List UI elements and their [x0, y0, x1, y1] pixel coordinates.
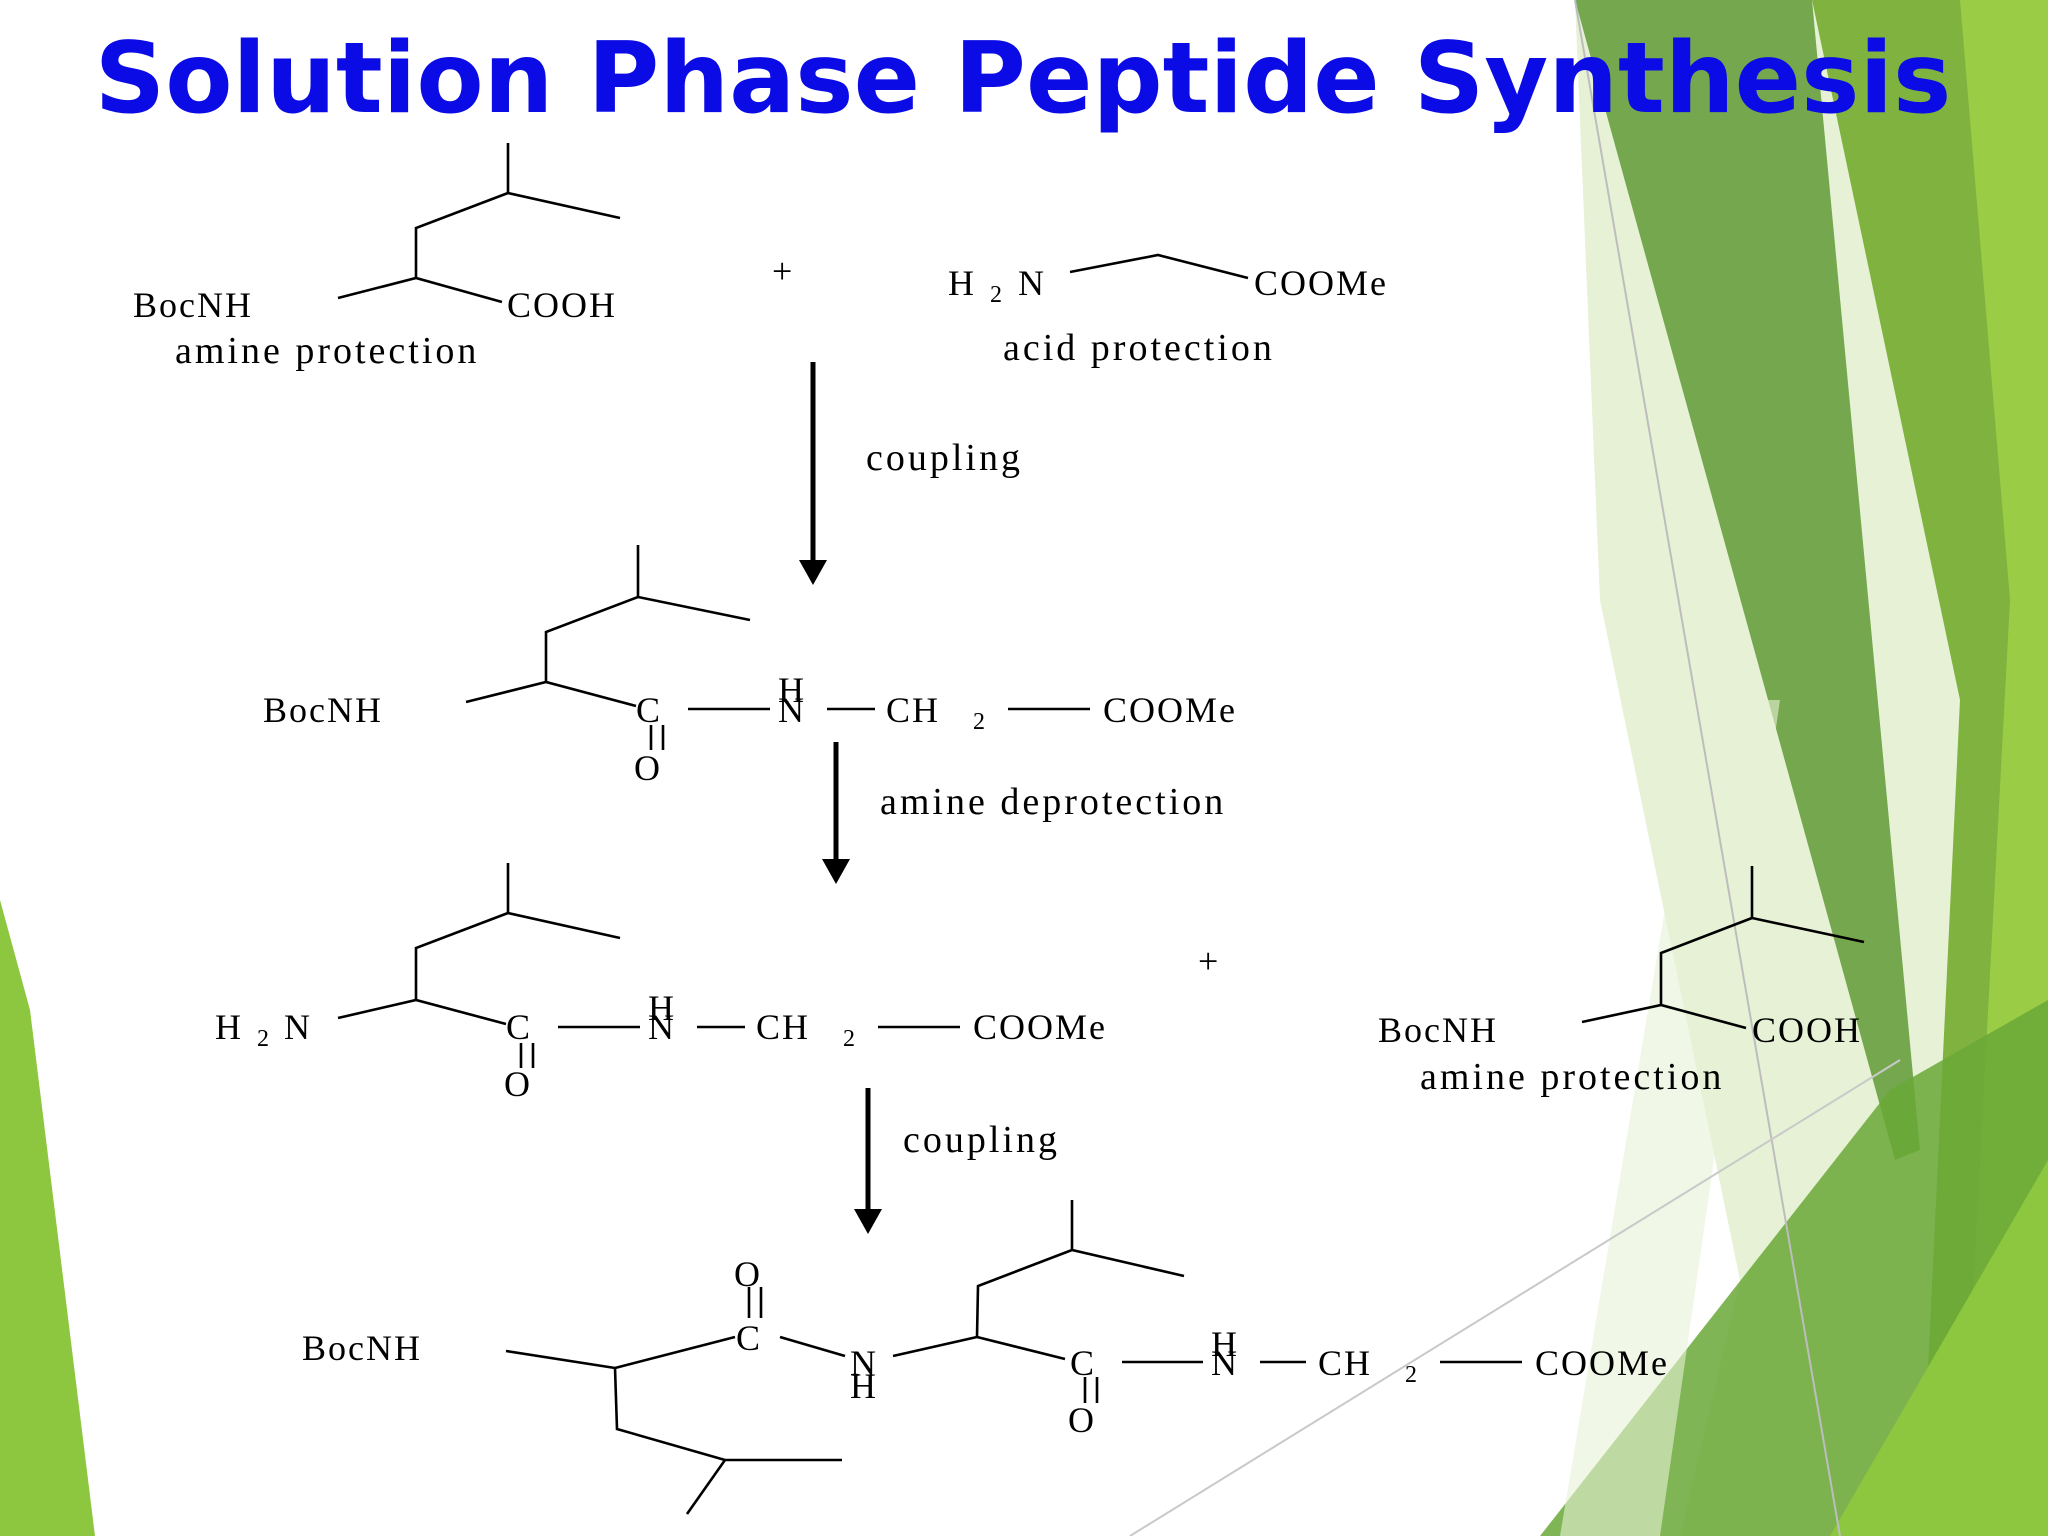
reactant-boc-leucine-2: BocNH COOH amine protection	[1378, 866, 1865, 1098]
reactant-boc-leucine: BocNH COOH amine protection	[133, 143, 621, 372]
slide-title: Solution Phase Peptide Synthesis	[95, 22, 1952, 136]
bond	[414, 911, 509, 1000]
bond	[414, 191, 509, 278]
amide-n: N	[648, 1007, 676, 1047]
bond	[1581, 1003, 1747, 1030]
carbonyl-o: O	[634, 748, 662, 788]
n-term-label: BocNH	[263, 690, 383, 730]
dipeptide-deprotected: H 2 N C O H N CH 2 COOMe	[215, 863, 1107, 1104]
carbonyl2-o: O	[1068, 1400, 1096, 1440]
amide-n: N	[778, 690, 806, 730]
reaction-arrow-2	[822, 742, 850, 884]
amide1-n: N	[850, 1343, 878, 1383]
carbonyl1-o: O	[734, 1254, 762, 1294]
bond	[506, 863, 621, 940]
amide-h: H	[778, 670, 806, 710]
carbonyl2-c: C	[1070, 1343, 1096, 1383]
bond	[337, 998, 507, 1026]
bond	[976, 1335, 1066, 1361]
caption-amine-protection: amine protection	[175, 330, 479, 372]
ch2-label: CH	[756, 1007, 810, 1047]
caption-amine-protection: amine protection	[1420, 1056, 1724, 1098]
bond	[614, 1335, 736, 1370]
h2n-sub: 2	[990, 282, 1004, 308]
c-term-label: COOMe	[973, 1007, 1107, 1047]
bond	[1659, 916, 1753, 1005]
dipeptide-protected: BocNH C O H N CH 2 COOMe	[263, 545, 1237, 788]
carbonyl1-c: C	[736, 1318, 762, 1358]
caption-acid-protection: acid protection	[1003, 327, 1275, 369]
ch2-label: CH	[1318, 1343, 1372, 1383]
thin-guide-line-2	[1129, 1059, 1901, 1536]
reaction-arrow-1	[799, 362, 827, 585]
c-term-label: COOH	[507, 285, 617, 325]
h2n-n: N	[1018, 263, 1046, 303]
bond	[465, 680, 637, 708]
carbonyl-c: C	[636, 690, 662, 730]
carbonyl-o: O	[504, 1064, 532, 1104]
reagent-coupling-2: coupling	[903, 1119, 1060, 1161]
bond	[1069, 253, 1249, 280]
reagent-amine-deprotection: amine deprotection	[880, 781, 1226, 823]
bond	[505, 1349, 616, 1370]
tripeptide-product: BocNH O C N H C O H N CH 2 COOMe	[302, 1200, 1669, 1515]
c-term-label: COOMe	[1254, 263, 1388, 303]
bond	[636, 545, 751, 622]
bond	[685, 1458, 842, 1515]
bond	[975, 1248, 1185, 1338]
plus-sign: +	[1198, 941, 1220, 981]
ch2-sub: 2	[973, 709, 987, 735]
carbonyl-c: C	[506, 1007, 532, 1047]
n-term-label: BocNH	[1378, 1010, 1498, 1050]
bond	[544, 595, 639, 682]
h2n-h: H	[215, 1007, 243, 1047]
h2n-sub: 2	[257, 1026, 271, 1052]
right-dark-band	[1575, 0, 1920, 1160]
bottom-lime-triangle	[1830, 1160, 2048, 1536]
n-term-label: BocNH	[133, 285, 253, 325]
c-term-label: COOMe	[1103, 690, 1237, 730]
thin-guide-line	[1574, 0, 1841, 1536]
plus-sign: +	[772, 251, 794, 291]
reaction-arrow-3	[854, 1088, 882, 1234]
h2n-h: H	[948, 263, 976, 303]
bond	[613, 1367, 726, 1462]
amide2-h: H	[1211, 1324, 1239, 1364]
amide-h: H	[648, 988, 676, 1028]
bond	[337, 276, 503, 304]
reagent-coupling-1: coupling	[866, 437, 1023, 479]
c-term-label: COOH	[1752, 1010, 1862, 1050]
bond	[892, 1335, 978, 1358]
n-term-label: BocNH	[302, 1328, 422, 1368]
ch2-sub: 2	[1405, 1362, 1419, 1388]
ch2-label: CH	[886, 690, 940, 730]
reactant-glycine-methyl-ester: H 2 N COOMe acid protection	[948, 253, 1388, 369]
light-sliver	[1560, 700, 1780, 1536]
bond	[506, 143, 621, 220]
ch2-sub: 2	[843, 1026, 857, 1052]
left-green-stripe	[0, 900, 95, 1536]
amide2-n: N	[1211, 1343, 1239, 1383]
amide1-h: H	[850, 1366, 878, 1406]
bond	[779, 1335, 846, 1358]
c-term-label: COOMe	[1535, 1343, 1669, 1383]
h2n-n: N	[284, 1007, 312, 1047]
